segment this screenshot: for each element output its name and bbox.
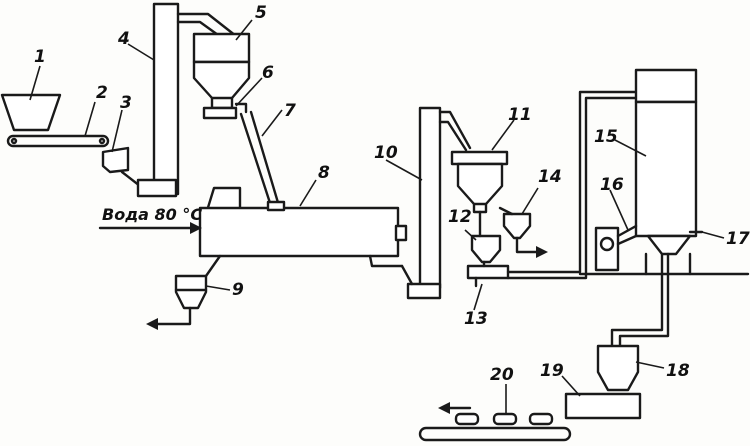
- label-13: 13: [464, 309, 488, 329]
- label-16: 16: [600, 175, 624, 195]
- storage-bin-11: [450, 150, 509, 214]
- feed-chute-7: [239, 110, 281, 208]
- label-6: 6: [262, 63, 274, 83]
- dryer-tower-15: [634, 68, 704, 276]
- feed-conveyor: [6, 134, 110, 148]
- leader-lines: [29, 19, 725, 414]
- feed-hopper: [0, 93, 62, 132]
- storage-bin-5: [192, 32, 251, 110]
- label-20: 20: [490, 365, 514, 385]
- screw-feeder-13: [466, 260, 510, 288]
- packing-machine-19: [564, 392, 642, 420]
- packing-hopper-18: [596, 344, 640, 392]
- label-8: 8: [318, 163, 330, 183]
- label-9: 9: [232, 280, 244, 300]
- dosing-feeder-6: [202, 102, 248, 120]
- water-inlet-label: Вода 80 °C: [102, 205, 202, 224]
- water-inlet-arrow: [98, 222, 202, 234]
- label-15: 15: [594, 127, 618, 147]
- label-5: 5: [255, 3, 267, 23]
- rotary-cooker-8: [198, 186, 408, 268]
- label-1: 1: [34, 47, 46, 67]
- label-14: 14: [538, 167, 562, 187]
- hopper-12: [470, 210, 502, 264]
- receiving-bin: [101, 146, 142, 188]
- bucket-elevator-4: [136, 2, 238, 198]
- label-4: 4: [117, 29, 130, 49]
- label-18: 18: [666, 361, 690, 381]
- pneumatic-line: [506, 90, 640, 280]
- bucket-elevator-10: [400, 106, 472, 300]
- label-19: 19: [540, 361, 564, 381]
- fan-16: [594, 224, 638, 272]
- product-conveyor-20: [418, 402, 572, 442]
- label-11: 11: [508, 105, 532, 125]
- label-10: 10: [374, 143, 398, 163]
- label-12: 12: [448, 207, 472, 227]
- discharge-valve-17: [610, 252, 670, 348]
- label-2: 2: [96, 83, 108, 103]
- label-7: 7: [284, 101, 296, 121]
- cyclone-9: [146, 254, 222, 330]
- separator-14: [498, 206, 548, 258]
- label-3: 3: [120, 93, 132, 113]
- label-17: 17: [726, 229, 750, 249]
